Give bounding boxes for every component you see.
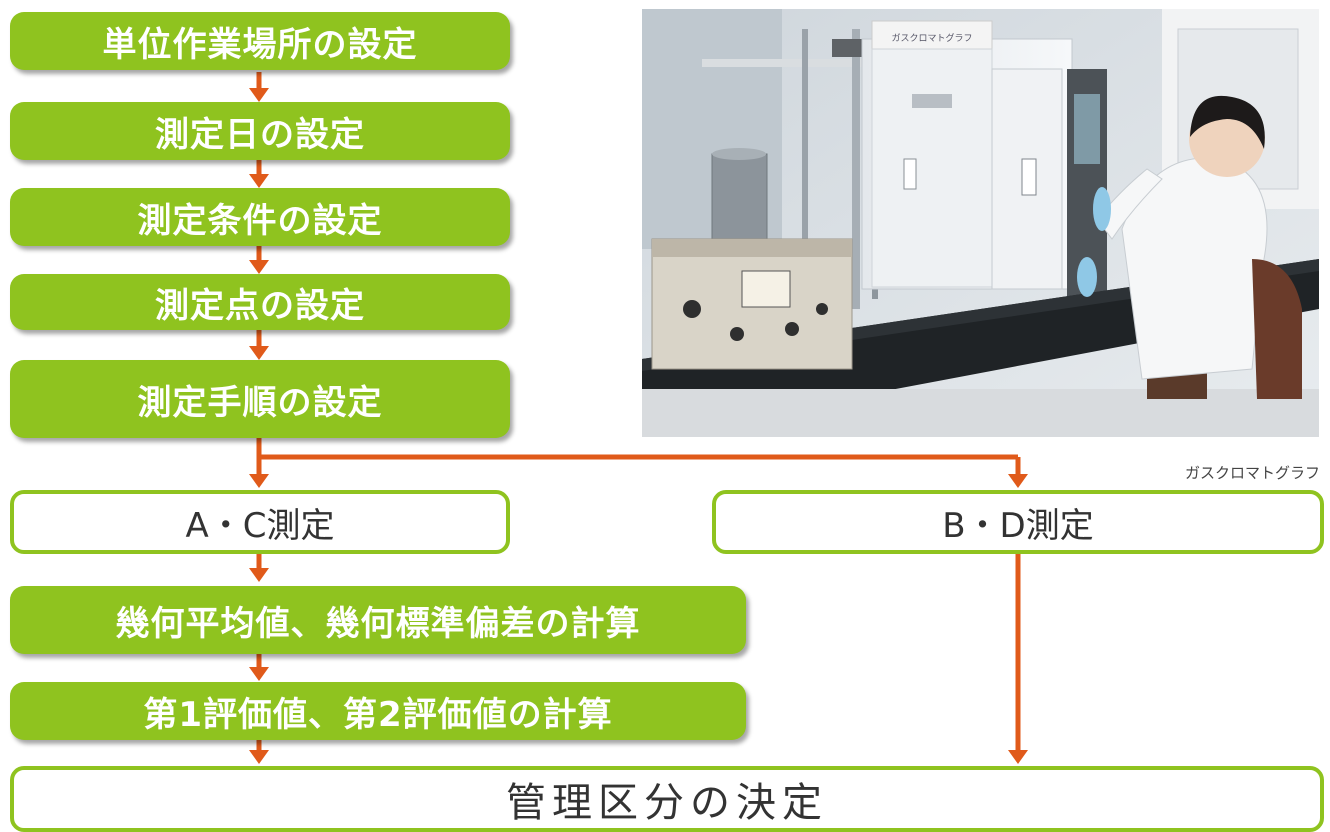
branch-ac-label: A・C測定 xyxy=(185,505,335,546)
step-measurement-procedure: 測定手順の設定 xyxy=(10,360,510,438)
step-measurement-points: 測定点の設定 xyxy=(10,274,510,330)
calc-geometric-stats: 幾何平均値、幾何標準偏差の計算 xyxy=(10,586,746,654)
step-measurement-conditions-label: 測定条件の設定 xyxy=(137,200,383,241)
calc-evaluation-values: 第1評価値、第2評価値の計算 xyxy=(10,682,746,740)
final-management-class-label: 管理区分の決定 xyxy=(506,780,828,826)
step-measurement-date: 測定日の設定 xyxy=(10,102,510,160)
step-work-area: 単位作業場所の設定 xyxy=(10,12,510,70)
step-measurement-procedure-label: 測定手順の設定 xyxy=(137,382,383,423)
branch-ac-measurement: A・C測定 xyxy=(10,490,510,554)
arrow-3-head xyxy=(249,260,269,274)
step-measurement-date-label: 測定日の設定 xyxy=(155,114,365,155)
arrow-4-head xyxy=(249,346,269,360)
photo-caption: ガスクロマトグラフ xyxy=(1184,464,1320,482)
arrow-2-head xyxy=(249,174,269,188)
step-measurement-points-label: 測定点の設定 xyxy=(155,285,365,326)
arrow-final-left-head xyxy=(249,750,269,764)
branch-right-head xyxy=(1008,474,1028,488)
arrow-ac-head xyxy=(249,568,269,582)
arrow-calc-head xyxy=(249,667,269,681)
step-measurement-conditions: 測定条件の設定 xyxy=(10,188,510,246)
gas-chromatograph-photo: ガスクロマトグラフ xyxy=(642,9,1319,437)
branch-left-head xyxy=(249,474,269,488)
calc-evaluation-values-label: 第1評価値、第2評価値の計算 xyxy=(143,694,613,735)
device-label: ガスクロマトグラフ xyxy=(891,32,972,44)
arrow-1-head xyxy=(249,88,269,102)
final-management-class: 管理区分の決定 xyxy=(10,766,1324,832)
branch-bd-label: B・D測定 xyxy=(942,505,1094,546)
arrow-bd-head xyxy=(1008,750,1028,764)
calc-geometric-stats-label: 幾何平均値、幾何標準偏差の計算 xyxy=(115,603,641,644)
branch-bd-measurement: B・D測定 xyxy=(712,490,1324,554)
step-work-area-label: 単位作業場所の設定 xyxy=(102,24,418,65)
lab-photo-illustration: ガスクロマトグラフ xyxy=(642,9,1319,437)
